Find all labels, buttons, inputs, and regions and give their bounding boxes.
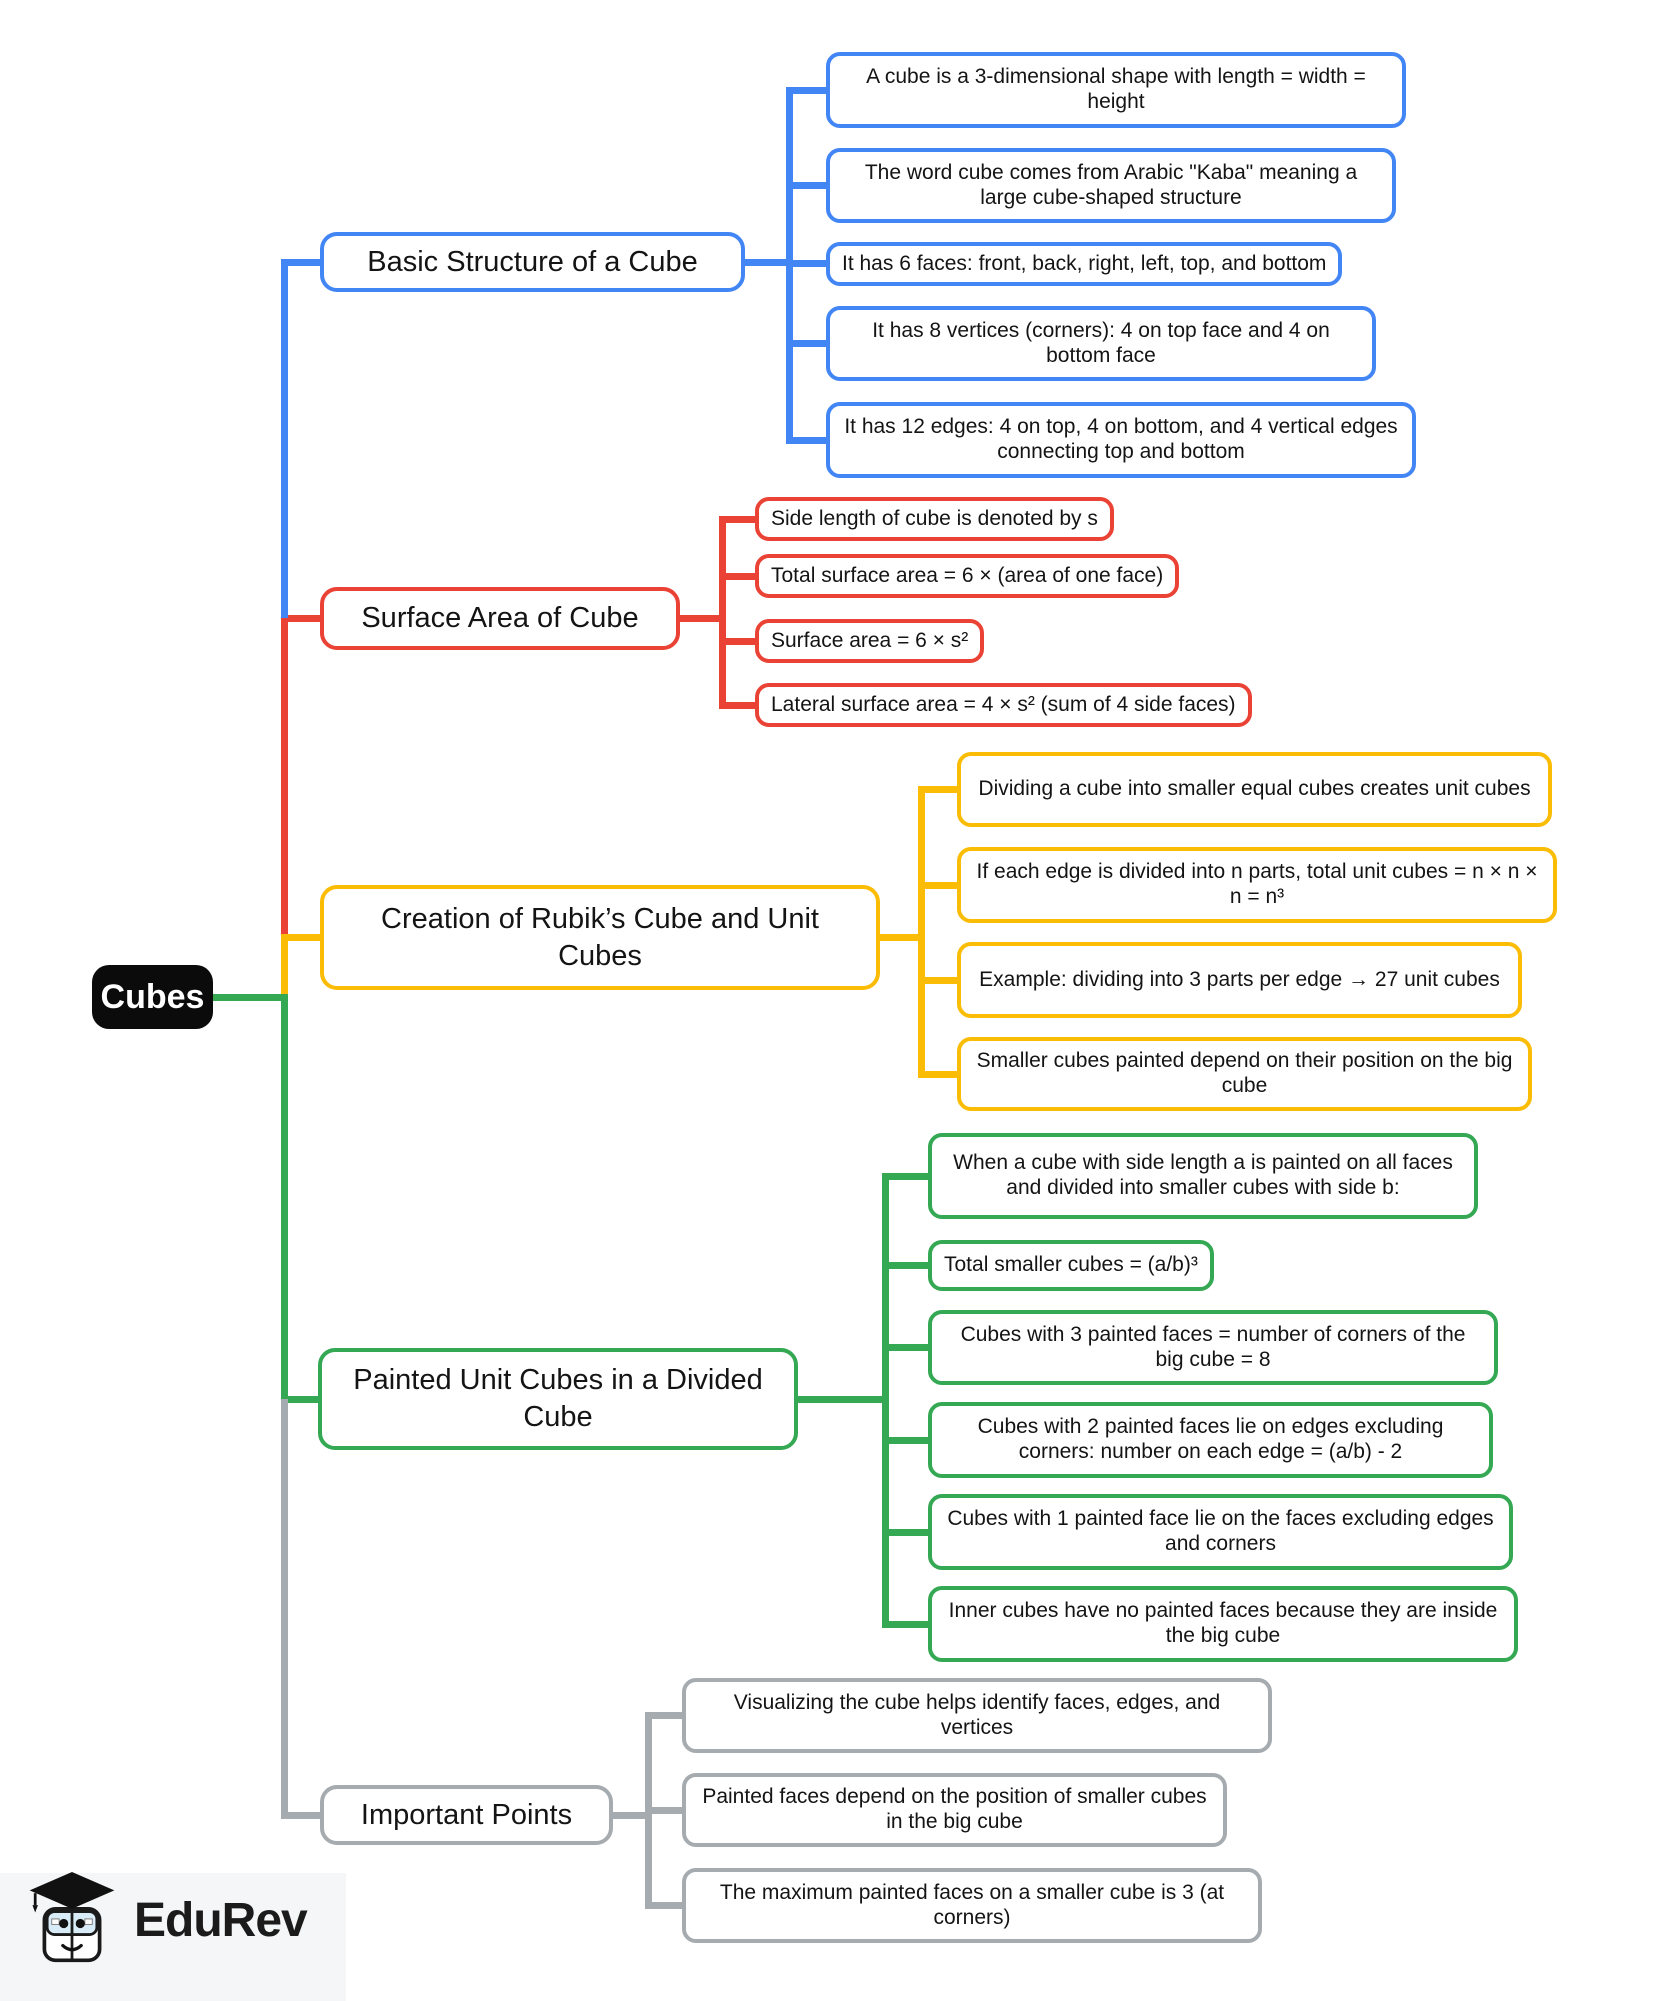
connector-basic-leaf-3 — [790, 260, 826, 267]
connector-surface-leaf-1 — [723, 516, 755, 523]
trunk-segment-yellow — [281, 934, 288, 997]
connector-basic-leaf-1 — [790, 87, 826, 94]
painted-leaf-6: Inner cubes have no painted faces becaus… — [928, 1586, 1518, 1662]
subtrunk-painted — [882, 1173, 889, 1628]
connector-basic-leaf-2 — [790, 182, 826, 189]
connector-creation-leaf-1 — [922, 786, 957, 793]
branch-painted-unit-cubes: Painted Unit Cubes in a Divided Cube — [318, 1348, 798, 1450]
connector-important-leaf-3 — [649, 1902, 682, 1909]
connector-important-leaf-1 — [649, 1712, 682, 1719]
trunk-segment-gray — [281, 1399, 288, 1819]
connector-painted-header — [288, 1396, 324, 1403]
edurev-logo: EduRev — [26, 1868, 308, 1973]
connector-painted-leaf-3 — [886, 1344, 928, 1351]
connector-creation-leaf-4 — [922, 1071, 957, 1078]
connector-painted-leaf-2 — [886, 1262, 928, 1269]
creation-leaf-1: Dividing a cube into smaller equal cubes… — [957, 752, 1552, 827]
connector-creation-link — [880, 934, 918, 941]
connector-painted-leaf-6 — [886, 1621, 928, 1628]
branch-creation-rubiks: Creation of Rubik’s Cube and Unit Cubes — [320, 885, 880, 990]
connector-surface-link — [680, 615, 719, 622]
connector-basic-leaf-5 — [790, 437, 826, 444]
root-node-cubes: Cubes — [92, 965, 213, 1029]
surface-leaf-1: Side length of cube is denoted by s — [755, 497, 1114, 541]
basic-leaf-2: The word cube comes from Arabic "Kaba" m… — [826, 148, 1396, 223]
connector-important-link — [613, 1812, 645, 1819]
connector-creation-leaf-2 — [922, 882, 957, 889]
surface-leaf-4: Lateral surface area = 4 × s² (sum of 4 … — [755, 683, 1252, 727]
edurev-logo-icon — [26, 1868, 118, 1973]
surface-leaf-3: Surface area = 6 × s² — [755, 619, 985, 663]
creation-leaf-3: Example: dividing into 3 parts per edge … — [957, 942, 1522, 1018]
connector-painted-leaf-5 — [886, 1529, 928, 1536]
basic-leaf-1: A cube is a 3-dimensional shape with len… — [826, 52, 1406, 128]
trunk-segment-green — [281, 997, 288, 1399]
connector-surface-header — [288, 615, 324, 622]
trunk-segment-blue — [281, 259, 288, 618]
creation-leaf-4: Smaller cubes painted depend on their po… — [957, 1037, 1532, 1111]
branch-basic-structure: Basic Structure of a Cube — [320, 232, 745, 292]
connector-important-header — [281, 1812, 327, 1819]
subtrunk-creation — [918, 786, 925, 1078]
painted-leaf-3: Cubes with 3 painted faces = number of c… — [928, 1310, 1498, 1385]
basic-leaf-5: It has 12 edges: 4 on top, 4 on bottom, … — [826, 402, 1416, 478]
branch-important-points: Important Points — [320, 1785, 613, 1845]
trunk-segment-red — [281, 618, 288, 934]
connector-important-leaf-2 — [649, 1807, 682, 1814]
connector-creation-leaf-3 — [922, 977, 957, 984]
basic-leaf-4: It has 8 vertices (corners): 4 on top fa… — [826, 306, 1376, 381]
surface-leaf-2: Total surface area = 6 × (area of one fa… — [755, 554, 1180, 598]
creation-leaf-2: If each edge is divided into n parts, to… — [957, 847, 1557, 923]
painted-leaf-5: Cubes with 1 painted face lie on the fac… — [928, 1494, 1513, 1570]
connector-basic-header — [281, 259, 327, 266]
subtrunk-basic — [786, 87, 793, 444]
important-leaf-1: Visualizing the cube helps identify face… — [682, 1678, 1272, 1753]
subtrunk-surface — [719, 516, 726, 709]
connector-painted-leaf-1 — [886, 1173, 928, 1180]
connector-basic-leaf-4 — [790, 340, 826, 347]
connector-surface-leaf-4 — [723, 702, 755, 709]
painted-leaf-4: Cubes with 2 painted faces lie on edges … — [928, 1402, 1493, 1478]
painted-leaf-2: Total smaller cubes = (a/b)³ — [928, 1240, 1214, 1291]
connector-basic-link — [745, 259, 790, 266]
connector-root — [210, 994, 288, 1001]
painted-leaf-1: When a cube with side length a is painte… — [928, 1133, 1478, 1219]
basic-leaf-3: It has 6 faces: front, back, right, left… — [826, 242, 1343, 286]
connector-creation-header — [288, 934, 324, 941]
connector-surface-leaf-3 — [723, 638, 755, 645]
subtrunk-important — [645, 1712, 652, 1909]
important-leaf-3: The maximum painted faces on a smaller c… — [682, 1868, 1262, 1943]
connector-surface-leaf-2 — [723, 573, 755, 580]
connector-painted-leaf-4 — [886, 1437, 928, 1444]
edurev-logo-text: EduRev — [134, 1894, 308, 1947]
connector-painted-link — [798, 1396, 882, 1403]
branch-surface-area: Surface Area of Cube — [320, 587, 680, 650]
important-leaf-2: Painted faces depend on the position of … — [682, 1773, 1227, 1847]
